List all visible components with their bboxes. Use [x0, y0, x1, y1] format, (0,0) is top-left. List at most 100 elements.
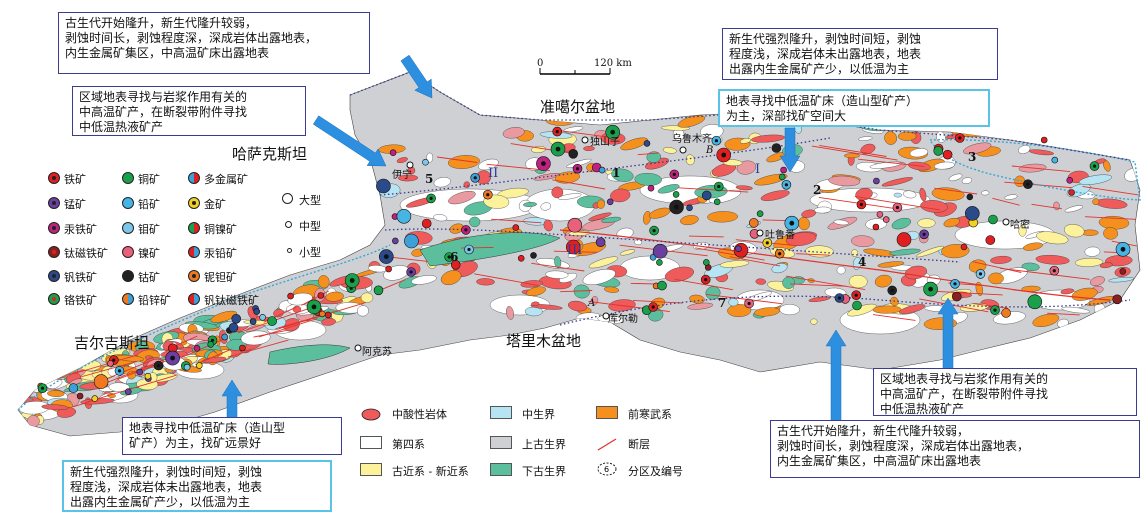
- mineral-deposit: [643, 140, 651, 147]
- zone-I: I: [755, 162, 761, 177]
- zone-I-II-boundary: [379, 137, 831, 196]
- mineral-deposit-core: [652, 229, 656, 233]
- mineral-deposit-core: [978, 272, 983, 276]
- mineral-legend-label: 多金属矿: [204, 173, 248, 186]
- zone-3: 3: [968, 150, 977, 164]
- quaternary-patch: [1096, 145, 1104, 151]
- quaternary-patch: [356, 305, 369, 317]
- mineral-deposit: [568, 149, 579, 159]
- precambrian-patch: [943, 217, 960, 228]
- precambrian-patch: [643, 210, 651, 225]
- fault-line: [633, 300, 683, 304]
- scale-label: 120 km: [594, 58, 632, 69]
- intrusive-patch: [568, 300, 588, 312]
- note-bottom-left-1: 地表寻找中低温矿床（造山型 矿产）为主，找矿远景好: [122, 417, 342, 455]
- mineral-deposit: [512, 224, 520, 231]
- intrusive-patch: [396, 157, 408, 164]
- callout-arrow: [221, 379, 243, 421]
- quaternary-patch: [1084, 246, 1101, 257]
- intrusive-patch: [760, 190, 790, 201]
- paleogene-patch: [1018, 225, 1027, 237]
- mineral-deposit-core: [1120, 246, 1126, 252]
- north-boundary: [349, 71, 1131, 161]
- precambrian-patch: [843, 153, 860, 159]
- precambrian-patch: [318, 275, 330, 289]
- mineral-deposit: [735, 245, 742, 252]
- quaternary-patch: [240, 330, 271, 346]
- mineral-deposit: [231, 313, 241, 324]
- fault-line: [695, 247, 765, 261]
- intrusive-patch: [801, 209, 817, 218]
- legend-lower-paleozoic-swatch: [490, 463, 512, 476]
- fault-line: [436, 156, 478, 163]
- intrusive-patch: [1035, 255, 1070, 265]
- mineral-deposit: [985, 235, 996, 245]
- mineral-legend-symbol: [188, 270, 200, 282]
- precambrian-patch: [877, 261, 905, 268]
- precambrian-patch: [440, 270, 462, 286]
- legend-paleogene-swatch: [360, 463, 382, 476]
- mineral-deposit: [207, 341, 214, 348]
- legend-upper-paleozoic-label: 上古生界: [522, 438, 566, 451]
- scale-zero: 0: [537, 58, 544, 69]
- mineral-deposit: [652, 243, 668, 259]
- fault-line: [936, 290, 1003, 296]
- fault-line: [275, 314, 323, 330]
- mineral-deposit: [421, 218, 432, 229]
- mesozoic-patch: [1108, 277, 1135, 283]
- paleogene-patch: [662, 147, 677, 154]
- mineral-legend-label: 铅锌矿: [138, 294, 171, 307]
- mineral-legend-label: 钒铁矿: [64, 271, 97, 284]
- mineral-legend-core: [52, 297, 56, 301]
- lower-paleozoic-patch: [657, 184, 680, 194]
- mineral-deposit-core: [383, 254, 389, 259]
- mineral-deposit-core: [467, 247, 471, 252]
- mineral-legend-symbol: [122, 197, 134, 209]
- fault-line: [1011, 165, 1071, 173]
- mineral-deposit: [317, 292, 325, 299]
- mineral-deposit-core: [117, 369, 122, 373]
- quaternary-patch: [1064, 205, 1083, 213]
- mineral-deposit-core: [993, 308, 997, 312]
- quaternary-patch: [1108, 127, 1135, 137]
- zone-boundaries: [17, 71, 1141, 411]
- fault-line: [811, 145, 898, 161]
- mineral-legend-label: 铅矿: [138, 198, 160, 211]
- city-marker: [406, 161, 414, 169]
- lower-paleozoic-patch: [1021, 262, 1040, 271]
- zone-II: II: [488, 166, 499, 181]
- fault-line: [510, 143, 577, 155]
- intrusive-patch: [664, 266, 694, 282]
- mineral-deposit: [942, 149, 953, 160]
- city-korla: 库尔勒: [608, 314, 638, 325]
- intrusive-patch: [543, 219, 553, 232]
- mineral-deposit-core: [890, 288, 894, 292]
- mineral-deposit-core: [610, 129, 616, 135]
- mineral-deposit-core: [409, 270, 413, 274]
- callout-arrow: [825, 329, 847, 425]
- fault-line: [637, 152, 660, 156]
- legend-paleogene-label: 古近系 - 新近系: [392, 465, 469, 478]
- main-fault: [559, 229, 1111, 301]
- city-marker: [756, 229, 764, 237]
- scale-bar: [539, 68, 611, 75]
- mineral-legend-symbol: [122, 270, 134, 282]
- mineral-deposit-core: [156, 364, 161, 368]
- mineral-deposit-core: [704, 278, 708, 282]
- mineral-legend-symbol: [48, 270, 60, 282]
- intrusive-patch: [1060, 288, 1075, 295]
- intrusive-pink-patch: [963, 142, 992, 155]
- mineral-deposit-core: [447, 255, 451, 259]
- mineral-deposit: [107, 360, 114, 367]
- mineral-deposit: [183, 363, 191, 371]
- precambrian-patch: [325, 291, 344, 302]
- fault-line: [1000, 267, 1090, 280]
- mineral-legend-label: 镍矿: [138, 247, 160, 260]
- intrusive-patch: [321, 318, 336, 326]
- mineral-deposit: [1001, 308, 1011, 318]
- mineral-deposit-core: [555, 146, 561, 152]
- intrusive-patch: [808, 296, 831, 302]
- intrusive-patch: [41, 404, 69, 411]
- mineral-deposit: [125, 388, 132, 396]
- paleogene-patch: [719, 260, 750, 268]
